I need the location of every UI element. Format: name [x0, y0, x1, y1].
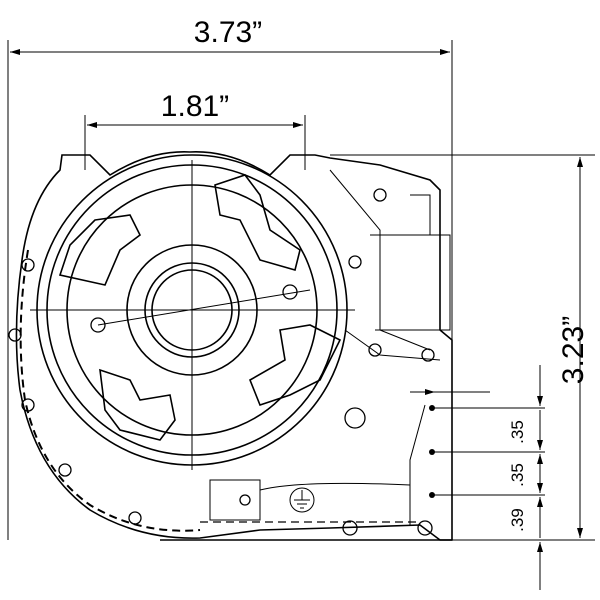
screw-holes — [8, 188, 435, 536]
hole-spacing-1-label: .35 — [508, 420, 527, 444]
hole-spacing-2-label: .35 — [508, 463, 527, 487]
overall-width-label: 3.73” — [194, 16, 262, 49]
terminal-bracket — [209, 479, 261, 521]
overall-height-label: 3.23” — [557, 316, 590, 384]
hole-to-base-label: .39 — [508, 508, 527, 532]
mount-spacing-label: 1.81” — [161, 90, 229, 123]
motor-housing — [15, 151, 453, 541]
ground-symbol — [289, 487, 315, 513]
mount-spacing-dimension: 1.81” — [84, 90, 306, 170]
motor-rotor — [30, 154, 355, 470]
height-dimension: 3.23” — [330, 154, 595, 541]
hole-spacing-dimensions: .35 .35 .39 — [410, 365, 545, 590]
width-dimension: 3.73” — [7, 16, 453, 540]
